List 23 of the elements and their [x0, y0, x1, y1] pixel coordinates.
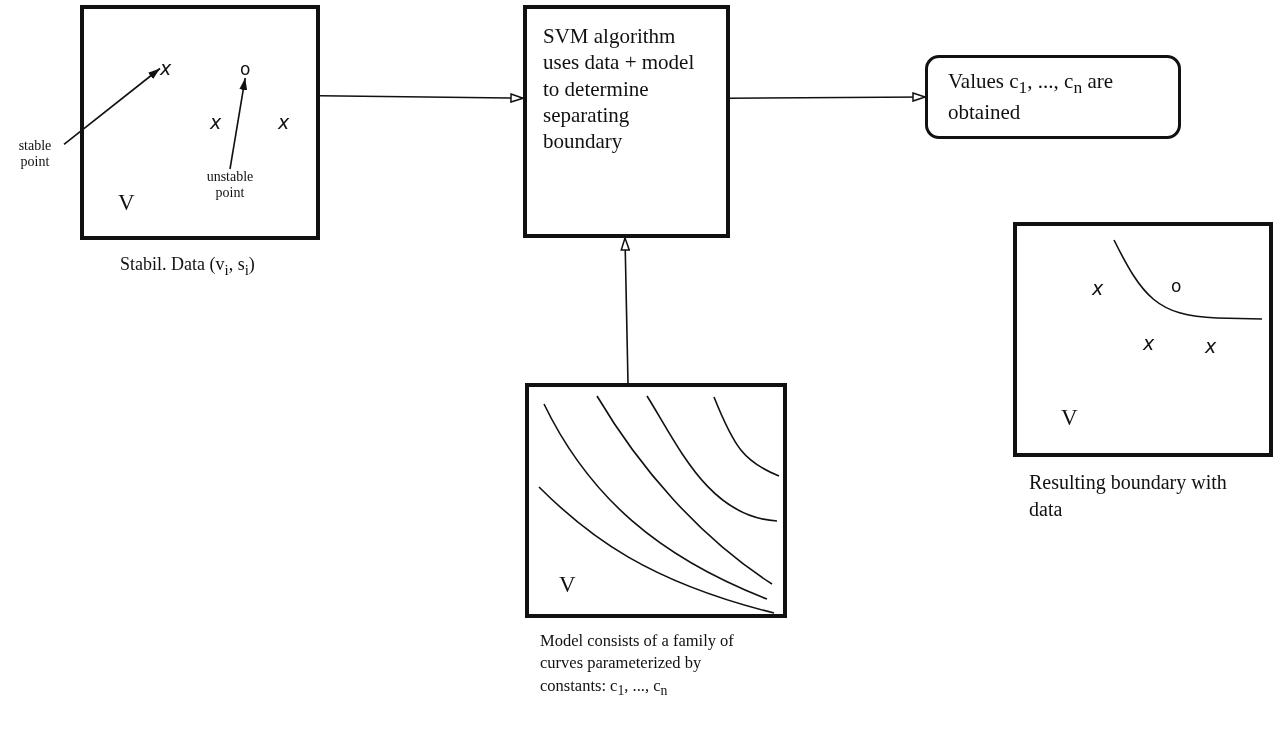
variable-label: V	[1061, 406, 1078, 429]
callout-text: stable point	[6, 138, 64, 171]
node-label: Model consists of a family of curves parameterized by constants: c$_{1}$, ..., c$_{n}$	[540, 630, 735, 700]
arrow	[319, 93, 524, 103]
arrow	[620, 237, 630, 384]
callout-text: unstable point	[194, 169, 266, 202]
result-box: Values c$_{1}$, ..., c$_{n}$ are obtained	[925, 55, 1181, 139]
data-point: x	[1143, 334, 1155, 353]
node-label: Stabil. Data (v$_{i}$, s$_{i}$)	[120, 253, 256, 280]
data-point: o	[1171, 278, 1182, 295]
variable-label: V	[559, 573, 576, 596]
data-point: o	[240, 61, 251, 78]
leader-arrow	[63, 67, 161, 146]
variable-label: V	[118, 191, 135, 214]
node-label: Resulting boundary with data	[1029, 470, 1228, 522]
arrow	[729, 92, 926, 102]
data-point: x	[210, 113, 222, 132]
data-point: x	[278, 113, 290, 132]
data-point: x	[1205, 337, 1217, 356]
data-point: x	[1092, 279, 1104, 298]
leader-arrow	[229, 77, 248, 170]
data-point: x	[160, 59, 172, 78]
process-box: SVM algorithm uses data + model to determine separating boundary	[523, 5, 730, 238]
